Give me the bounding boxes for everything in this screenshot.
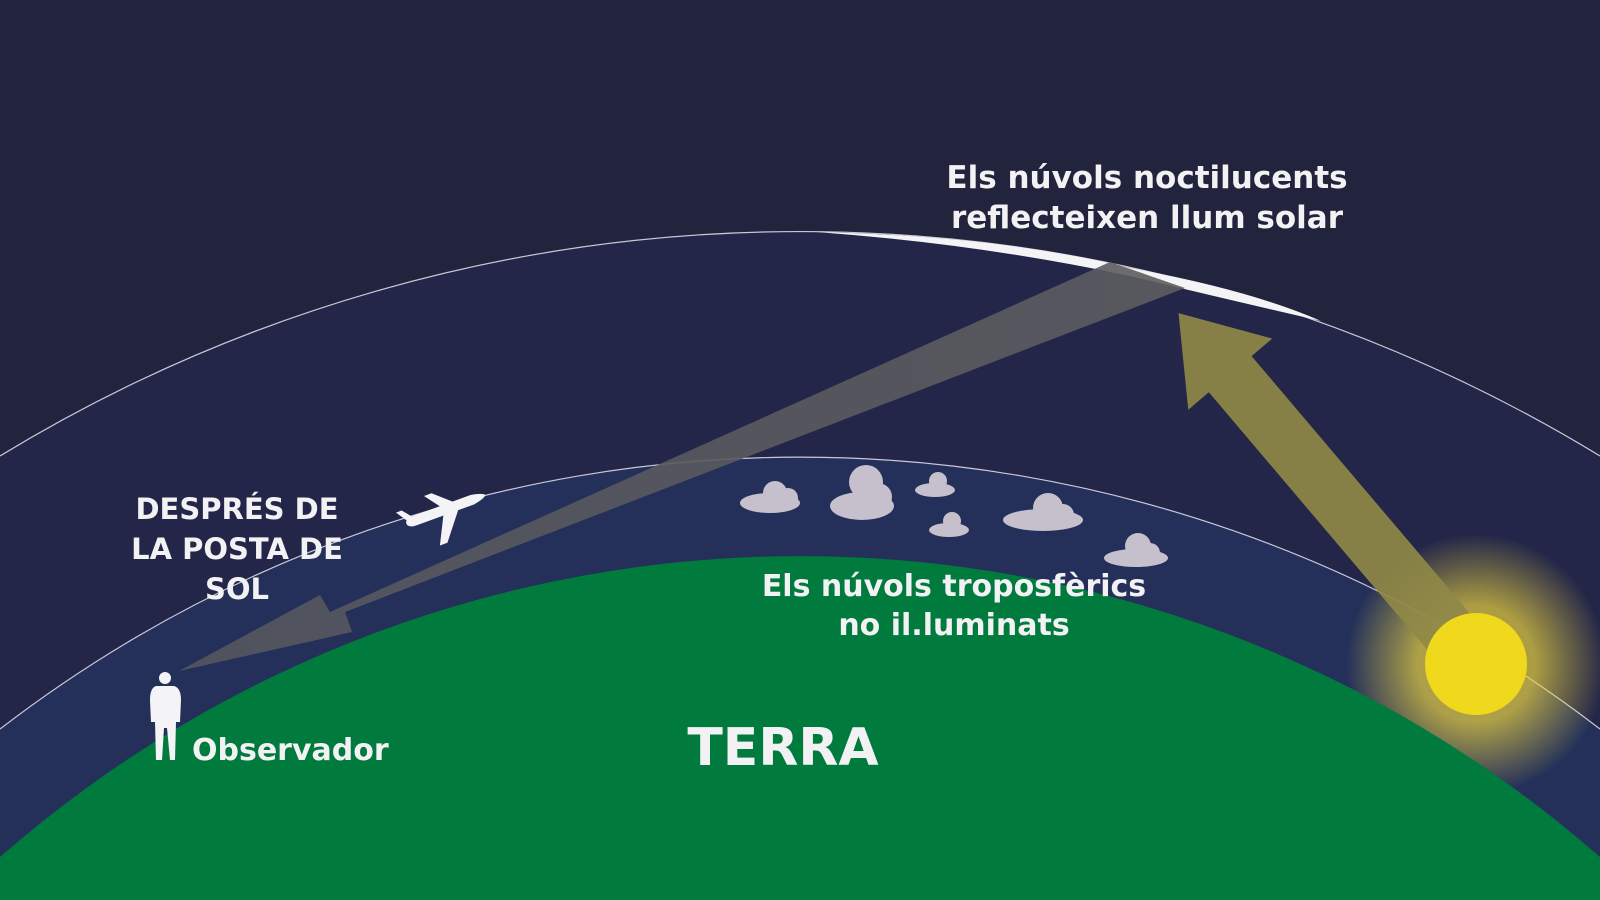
tropospheric-label-line2: no il.luminats [838,608,1069,643]
observer-label: Observador [192,733,389,768]
person-icon [150,672,181,760]
mesosphere-boundary-line [0,230,1600,457]
cloud-icon [740,481,800,513]
after-sunset-label-line1: DESPRÉS DE [135,492,338,526]
sun-icon [1425,613,1527,715]
after-sunset-label-line2: LA POSTA DE [131,532,343,566]
noctilucent-label-line2: reflecteixen llum solar [951,200,1344,236]
tropospheric-label-line1: Els núvols troposfèrics [762,569,1146,604]
earth [0,556,1600,900]
tropospheric-clouds [740,465,1168,567]
reflected-light-arrow [179,262,1185,671]
airplane-icon [395,493,486,546]
sunlight-arrow [1178,313,1498,683]
cloud-icon [1003,493,1083,531]
cloud-icon [915,472,955,497]
cloud-icon [929,512,969,537]
earth-label: TERRA [687,718,878,778]
after-sunset-label-line3: SOL [205,572,269,606]
cloud-icon [830,465,894,520]
cloud-icon [1104,533,1168,567]
noctilucent-label-line1: Els núvols noctilucents [946,160,1347,196]
